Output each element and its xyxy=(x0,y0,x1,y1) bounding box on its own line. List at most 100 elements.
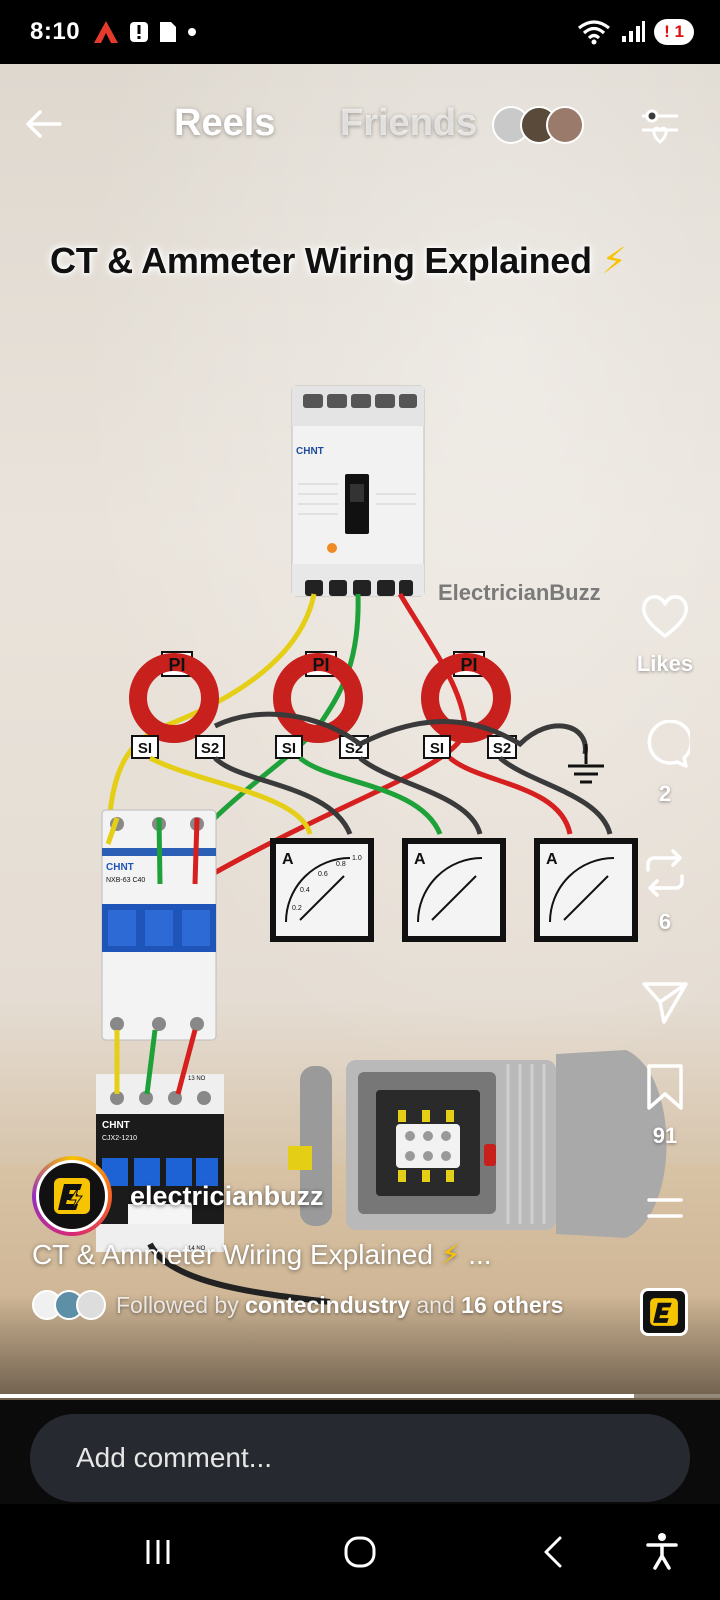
system-nav-bar xyxy=(0,1504,720,1600)
mcb-breaker xyxy=(101,809,217,1041)
ammeter-scale-02: 0.2 xyxy=(292,905,302,912)
ct-terminal-s1-c: SI xyxy=(430,740,444,757)
wiring-diagram: CHNT PI PI PI SI S2 SI xyxy=(96,385,667,1305)
ammeter-scale-04: 0.4 xyxy=(300,887,310,894)
signal-icon xyxy=(622,21,646,42)
followed-by-avatars xyxy=(32,1290,108,1320)
wifi-icon xyxy=(578,20,611,45)
ammeter-unit-2: A xyxy=(414,851,426,868)
add-comment-input[interactable]: Add comment... xyxy=(30,1414,690,1502)
ct-terminal-s1-a: SI xyxy=(138,740,152,757)
author-username[interactable]: electricianbuzz xyxy=(130,1180,324,1211)
ammeter-scale-08: 0.8 xyxy=(336,861,346,868)
contactor-terminal-13: 13 NO xyxy=(188,1076,206,1082)
video-watermark: ElectricianBuzz xyxy=(438,580,601,605)
dot-icon xyxy=(188,28,197,36)
bookmark-icon xyxy=(647,1064,683,1110)
followed-others[interactable]: 16 others xyxy=(461,1291,564,1318)
audio-logo-icon xyxy=(650,1298,678,1326)
repost-icon xyxy=(646,849,684,897)
ct-label-1: PI xyxy=(168,655,185,675)
contactor-brand: CHNT xyxy=(102,1120,130,1131)
video-title-text: CT & Ammeter Wiring Explained xyxy=(50,240,592,281)
save-button[interactable]: 91 xyxy=(620,1062,710,1149)
author-row[interactable]: electricianbuzz xyxy=(32,1156,324,1236)
battery-text: 1 xyxy=(674,22,684,41)
comment-button[interactable]: 2 xyxy=(620,719,710,807)
electricianbuzz-logo-icon xyxy=(54,1178,90,1214)
reel-video[interactable]: CHNT PI PI PI SI S2 SI xyxy=(0,64,720,1400)
likes-label: Likes xyxy=(636,651,694,676)
earth-symbol-icon xyxy=(568,744,604,784)
battery-alert-badge: ! 1 xyxy=(654,19,694,45)
author-avatar[interactable] xyxy=(32,1156,112,1236)
followed-user[interactable]: contecindustry xyxy=(245,1291,410,1318)
notification-icons xyxy=(92,19,198,45)
home-icon[interactable] xyxy=(334,1526,386,1578)
current-transformer-3 xyxy=(421,651,511,743)
ammeter-2 xyxy=(402,838,506,942)
mccb-breaker xyxy=(291,385,425,597)
mcb-brand: CHNT xyxy=(106,862,134,873)
followed-by-row[interactable]: Followed by contecindustry and 16 others xyxy=(32,1290,563,1320)
ct-terminal-s2-a: S2 xyxy=(201,740,219,757)
repost-button[interactable]: 6 xyxy=(620,848,710,935)
ct-terminal-s1-b: SI xyxy=(282,740,296,757)
video-title-bolt: ⚡ xyxy=(601,240,627,281)
caption-bolt: ⚡ xyxy=(440,1239,461,1270)
accessibility-icon[interactable] xyxy=(636,1526,688,1578)
like-button[interactable]: Likes xyxy=(620,592,710,677)
tab-friends[interactable]: Friends xyxy=(340,102,478,144)
comment-area: Add comment... xyxy=(0,1400,720,1504)
filter-settings-icon[interactable] xyxy=(636,102,684,150)
comment-bubble-icon xyxy=(647,719,694,768)
wall-background xyxy=(0,64,720,1244)
status-time: 8:10 xyxy=(30,18,81,45)
ammeter-1 xyxy=(270,838,374,942)
followed-prefix: Followed by xyxy=(116,1291,239,1318)
caption-more[interactable]: ... xyxy=(468,1239,492,1270)
reposts-count: 6 xyxy=(658,909,672,934)
back-icon[interactable] xyxy=(528,1526,580,1578)
add-comment-placeholder: Add comment... xyxy=(76,1442,273,1473)
back-arrow-icon[interactable] xyxy=(20,100,68,148)
audio-thumbnail[interactable] xyxy=(640,1288,688,1336)
more-options-button[interactable] xyxy=(620,1196,710,1225)
caption-text: CT & Ammeter Wiring Explained xyxy=(32,1239,433,1270)
ct-label-3: PI xyxy=(460,655,477,675)
saves-count: 91 xyxy=(652,1123,678,1148)
follower-avatar-3 xyxy=(76,1290,106,1320)
share-button[interactable] xyxy=(620,978,710,1031)
heart-icon xyxy=(642,595,688,638)
status-bar: 8:10 ! 1 xyxy=(0,0,720,64)
video-progress-bar[interactable] xyxy=(0,1394,720,1398)
file-icon xyxy=(160,22,177,42)
send-paper-plane-icon xyxy=(642,982,688,1024)
current-transformer-2 xyxy=(273,651,363,743)
ammeter-scale-10: 1.0 xyxy=(352,855,362,862)
video-progress-fill xyxy=(0,1394,634,1398)
mcb-model: NXB-63 C40 xyxy=(106,877,145,884)
ammeter-unit-3: A xyxy=(546,851,558,868)
alert-badge-icon xyxy=(130,22,149,42)
recent-apps-icon[interactable] xyxy=(132,1526,184,1578)
app-alert-icon xyxy=(94,21,119,43)
video-overlay-title: CT & Ammeter Wiring Explained ⚡ xyxy=(50,240,627,282)
contactor-terminal-14: 14 NO xyxy=(188,1246,206,1252)
contactor-model: CJX2-1210 xyxy=(102,1135,137,1142)
current-transformer-1 xyxy=(129,651,219,743)
reel-caption[interactable]: CT & Ammeter Wiring Explained ⚡ ... xyxy=(32,1238,492,1271)
electric-motor xyxy=(288,1050,667,1238)
comments-count: 2 xyxy=(658,781,672,806)
ammeter-3 xyxy=(534,838,638,942)
breaker-brand: CHNT xyxy=(296,446,324,457)
tab-reels[interactable]: Reels xyxy=(174,102,276,144)
reels-top-nav: Reels Friends xyxy=(0,88,720,158)
bottom-gradient xyxy=(0,1294,720,1400)
ammeter-unit-1: A xyxy=(282,851,294,868)
ct-terminal-s2-c: S2 xyxy=(493,740,511,757)
friend-avatar-3 xyxy=(546,106,584,144)
ct-label-2: PI xyxy=(312,655,329,675)
friend-avatars[interactable] xyxy=(492,106,592,146)
followed-conj: and xyxy=(416,1291,455,1318)
